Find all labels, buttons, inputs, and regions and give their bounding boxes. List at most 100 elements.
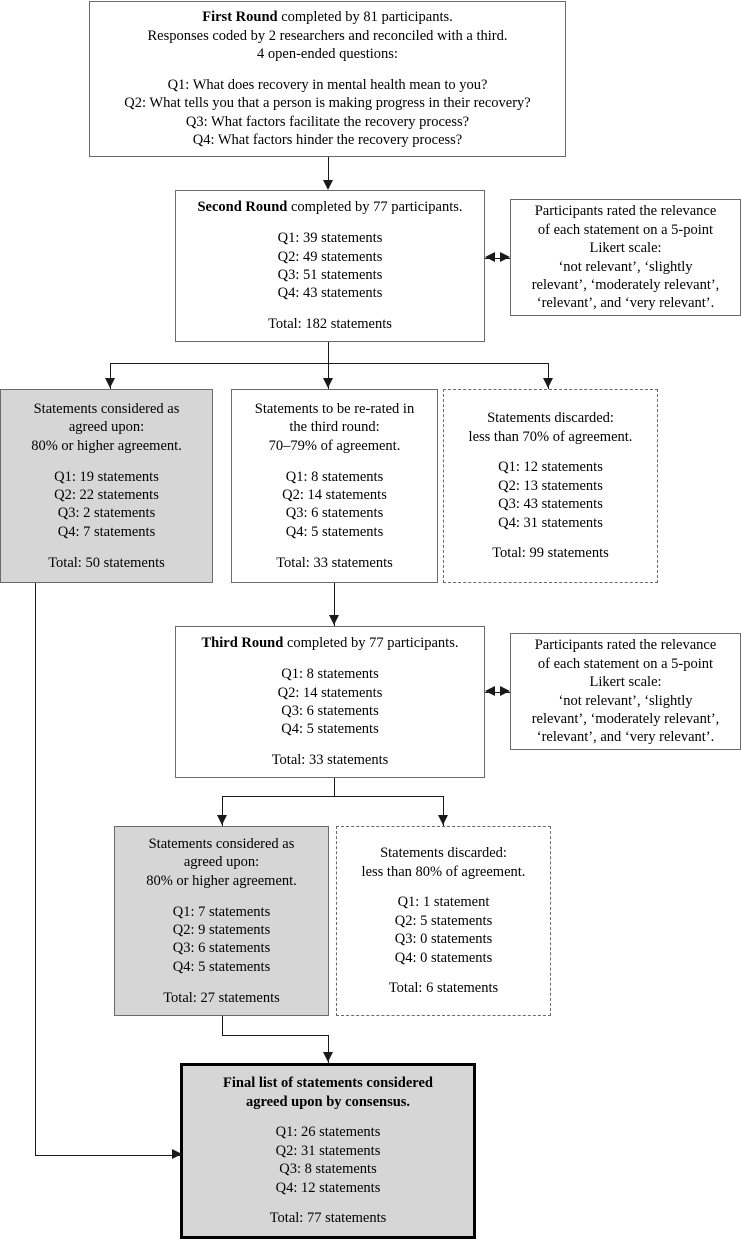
box-text-line: agreed upon: [69, 418, 144, 436]
box-text-plain: Q4: 0 statements [394, 949, 493, 966]
box-text-line: Total: 77 statements [270, 1209, 387, 1227]
box-text-line: Q1: 26 statements [276, 1123, 381, 1141]
box-text-line: Second Round completed by 77 participant… [197, 198, 462, 216]
box-text-plain: Q4: 5 statements [285, 523, 384, 540]
box-text-line: Q4: What factors hinder the recovery pro… [193, 131, 462, 149]
box-text-line: less than 80% of agreement. [362, 863, 526, 881]
node-third-round: Third Round completed by 77 participants… [175, 626, 485, 778]
box-text-plain: relevant’, ‘moderately relevant’, [531, 276, 720, 293]
box-text-plain: Total: 27 statements [163, 989, 280, 1006]
box-text-line: Q1: 8 statements [281, 665, 378, 683]
box-text-line: Q4: 7 statements [58, 523, 155, 541]
box-text-line: Q1: What does recovery in mental health … [168, 76, 488, 94]
box-text-plain: less than 80% of agreement. [361, 863, 526, 880]
arrowhead-third-to-likert [500, 686, 510, 696]
box-text-line: Total: 50 statements [48, 554, 165, 572]
box-text-plain: Q4: 12 statements [275, 1179, 381, 1196]
box-text-line: Likert scale: [589, 239, 661, 257]
box-text-plain: Q4: 5 statements [281, 721, 379, 738]
box-text-line: Q1: 39 statements [278, 229, 383, 247]
arrowhead-first-to-second [323, 180, 333, 190]
box-text-line: Q4: 0 statements [395, 949, 492, 967]
box-text-line: Participants rated the relevance [535, 202, 717, 220]
box-text-line: of each statement on a 5-point [538, 655, 713, 673]
box-text-line: Statements to be re-rated in [255, 400, 414, 418]
connector-first-to-second [328, 157, 329, 181]
box-text-line: Q3: What factors facilitate the recovery… [186, 113, 469, 131]
box-text-plain: 80% or higher agreement. [31, 437, 182, 454]
box-text-line: First Round completed by 81 participants… [202, 8, 453, 26]
box-text-plain: Q3: 2 statements [57, 505, 156, 522]
box-text-line: ‘relevant’, and ‘very relevant’. [537, 728, 715, 746]
box-text-line: Likert scale: [589, 673, 661, 691]
box-text-line: Q1: 1 statement [398, 893, 490, 911]
box-text-plain: Q4: 7 statements [57, 523, 156, 540]
arrowhead-likert-to-second [485, 252, 495, 262]
box-text-line: Total: 33 statements [272, 751, 389, 769]
box-text-plain: Q2: 9 statements [172, 922, 271, 938]
box-text-line: Q3: 51 statements [278, 266, 383, 284]
box-text-plain: Q1: 26 statements [275, 1124, 381, 1141]
box-text-plain: 70–79% of agreement. [268, 437, 401, 454]
box-text-plain: ‘not relevant’, ‘slightly [558, 692, 693, 709]
box-text-plain: Statements discarded: [487, 410, 614, 427]
box-text-plain: Q1: 8 statements [285, 468, 384, 485]
box-text-plain: Participants rated the relevance [534, 637, 717, 654]
box-text-plain: Q1: 19 statements [54, 468, 159, 485]
box-text-line: of each statement on a 5-point [538, 221, 713, 239]
box-text-plain: Total: 6 statements [388, 980, 499, 997]
box-text-line: Q3: 6 statements [173, 939, 270, 957]
box-text-line: Q4: 5 statements [173, 958, 270, 976]
box-text-line: Total: 6 statements [389, 979, 498, 997]
box-text-plain: Statements considered as [33, 401, 180, 418]
box-text-plain: Q1: 7 statements [172, 903, 271, 920]
box-text-line: Statements considered as [34, 400, 180, 418]
box-text-line: Q2: 22 statements [54, 486, 159, 504]
box-text-plain: 80% or higher agreement. [146, 872, 297, 889]
box-text-plain: Q3: 43 statements [498, 496, 603, 513]
box-text-line: Q2: 31 statements [276, 1142, 381, 1160]
box-text-plain: completed by 77 participants. [287, 199, 463, 216]
box-text-line: Q2: 49 statements [278, 248, 383, 266]
box-text-line: Third Round completed by 77 participants… [202, 634, 459, 652]
box-text-line: Q1: 12 statements [498, 458, 603, 476]
box-text-line: Q1: 7 statements [173, 903, 270, 921]
connector-third-to-agreed-drop [222, 796, 223, 826]
connector-agreed2-long-down [35, 583, 36, 1156]
box-text-line: Q3: 2 statements [58, 504, 155, 522]
arrowhead-agreed3-to-final [323, 1052, 333, 1062]
box-text-line: Final list of statements considered [223, 1074, 433, 1092]
box-text-line: less than 70% of agreement. [469, 428, 633, 446]
box-text-line: Q3: 43 statements [498, 495, 603, 513]
box-text-plain: Q2: What tells you that a person is maki… [124, 95, 531, 112]
box-text-line: Q4: 31 statements [498, 514, 603, 532]
box-text-line: 80% or higher agreement. [31, 437, 182, 455]
connector-agreed3-down-stem [222, 1016, 223, 1036]
box-text-line: Q4: 5 statements [286, 523, 383, 541]
arrowhead-agreed2-to-final [172, 1149, 182, 1159]
box-text-line: Q1: 8 statements [286, 468, 383, 486]
box-text-plain: completed by 77 participants. [283, 635, 459, 652]
connector-third-split-bar [222, 796, 444, 797]
box-text-plain: Responses coded by 2 researchers and rec… [147, 27, 508, 44]
box-text-plain: Q2: 49 statements [277, 248, 383, 265]
box-text-plain: agreed upon: [183, 854, 260, 871]
box-text-plain: Q3: 8 statements [279, 1161, 377, 1178]
box-text-line: the third round: [289, 418, 379, 436]
connector-second-down-stem [328, 342, 329, 389]
arrowhead-third-to-discarded [438, 815, 448, 825]
box-text-line: Q2: 13 statements [498, 477, 603, 495]
arrowhead-second-to-likert [500, 252, 510, 262]
connector-agreed2-to-final [35, 1155, 181, 1156]
box-text-line: relevant’, ‘moderately relevant’, [532, 276, 720, 294]
box-text-plain: Total: 182 statements [268, 316, 392, 333]
box-text-line: Q2: 14 statements [282, 486, 387, 504]
box-text-line: Q4: 43 statements [278, 284, 383, 302]
arrowhead-likert-to-third [485, 686, 495, 696]
box-text-line: Q3: 6 statements [281, 702, 378, 720]
arrowhead-third-to-agreed [217, 815, 227, 825]
node-second-round: Second Round completed by 77 participant… [175, 190, 485, 342]
